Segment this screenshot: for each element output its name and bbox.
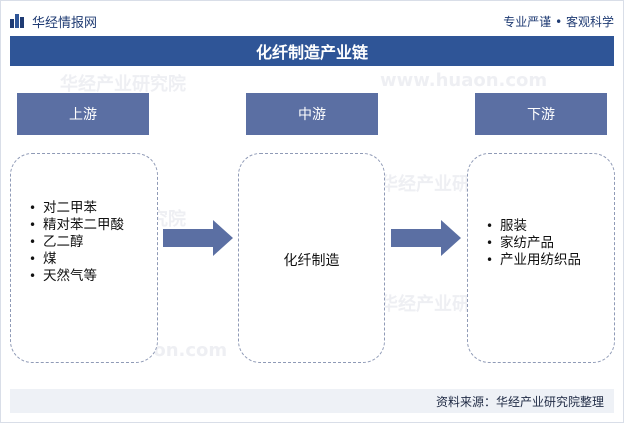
title-bar: 化纤制造产业链 [10, 36, 614, 66]
midstream-text: 化纤制造 [283, 253, 340, 269]
brand-logo-icon [10, 14, 26, 28]
upstream-box: 对二甲苯 精对苯二甲酸 乙二醇 煤 天然气等 [10, 153, 158, 363]
arrow-right-icon [163, 220, 233, 256]
list-item: 服装 [486, 218, 606, 235]
arrow-right-icon [391, 220, 461, 256]
brand-name: 华经情报网 [32, 15, 98, 31]
upstream-list: 对二甲苯 精对苯二甲酸 乙二醇 煤 天然气等 [29, 200, 139, 285]
midstream-box: 化纤制造 [238, 153, 385, 363]
downstream-box: 服装 家纺产品 产业用纺织品 [467, 153, 615, 363]
list-item: 对二甲苯 [29, 200, 139, 217]
list-item: 精对苯二甲酸 [29, 217, 139, 234]
stage-label-upstream: 上游 [69, 107, 97, 123]
list-item: 乙二醇 [29, 234, 139, 251]
list-item: 家纺产品 [486, 235, 606, 252]
list-item: 产业用纺织品 [486, 252, 606, 269]
list-item: 煤 [29, 251, 139, 268]
stage-header-midstream: 中游 [246, 93, 378, 135]
stage-label-downstream: 下游 [527, 107, 555, 123]
list-item: 天然气等 [29, 268, 139, 285]
stage-header-upstream: 上游 [17, 93, 149, 135]
stage-header-downstream: 下游 [475, 93, 607, 135]
page-title: 化纤制造产业链 [255, 43, 368, 62]
source-note: 资料来源：华经产业研究院整理 [435, 394, 604, 409]
downstream-list: 服装 家纺产品 产业用纺织品 [486, 218, 606, 269]
footer: 资料来源：华经产业研究院整理 [10, 389, 614, 413]
tagline: 专业严谨 • 客观科学 [503, 14, 614, 29]
brand: 华经情报网 [10, 12, 97, 31]
stage-label-midstream: 中游 [298, 107, 326, 123]
header: 华经情报网 专业严谨 • 客观科学 [10, 8, 614, 34]
